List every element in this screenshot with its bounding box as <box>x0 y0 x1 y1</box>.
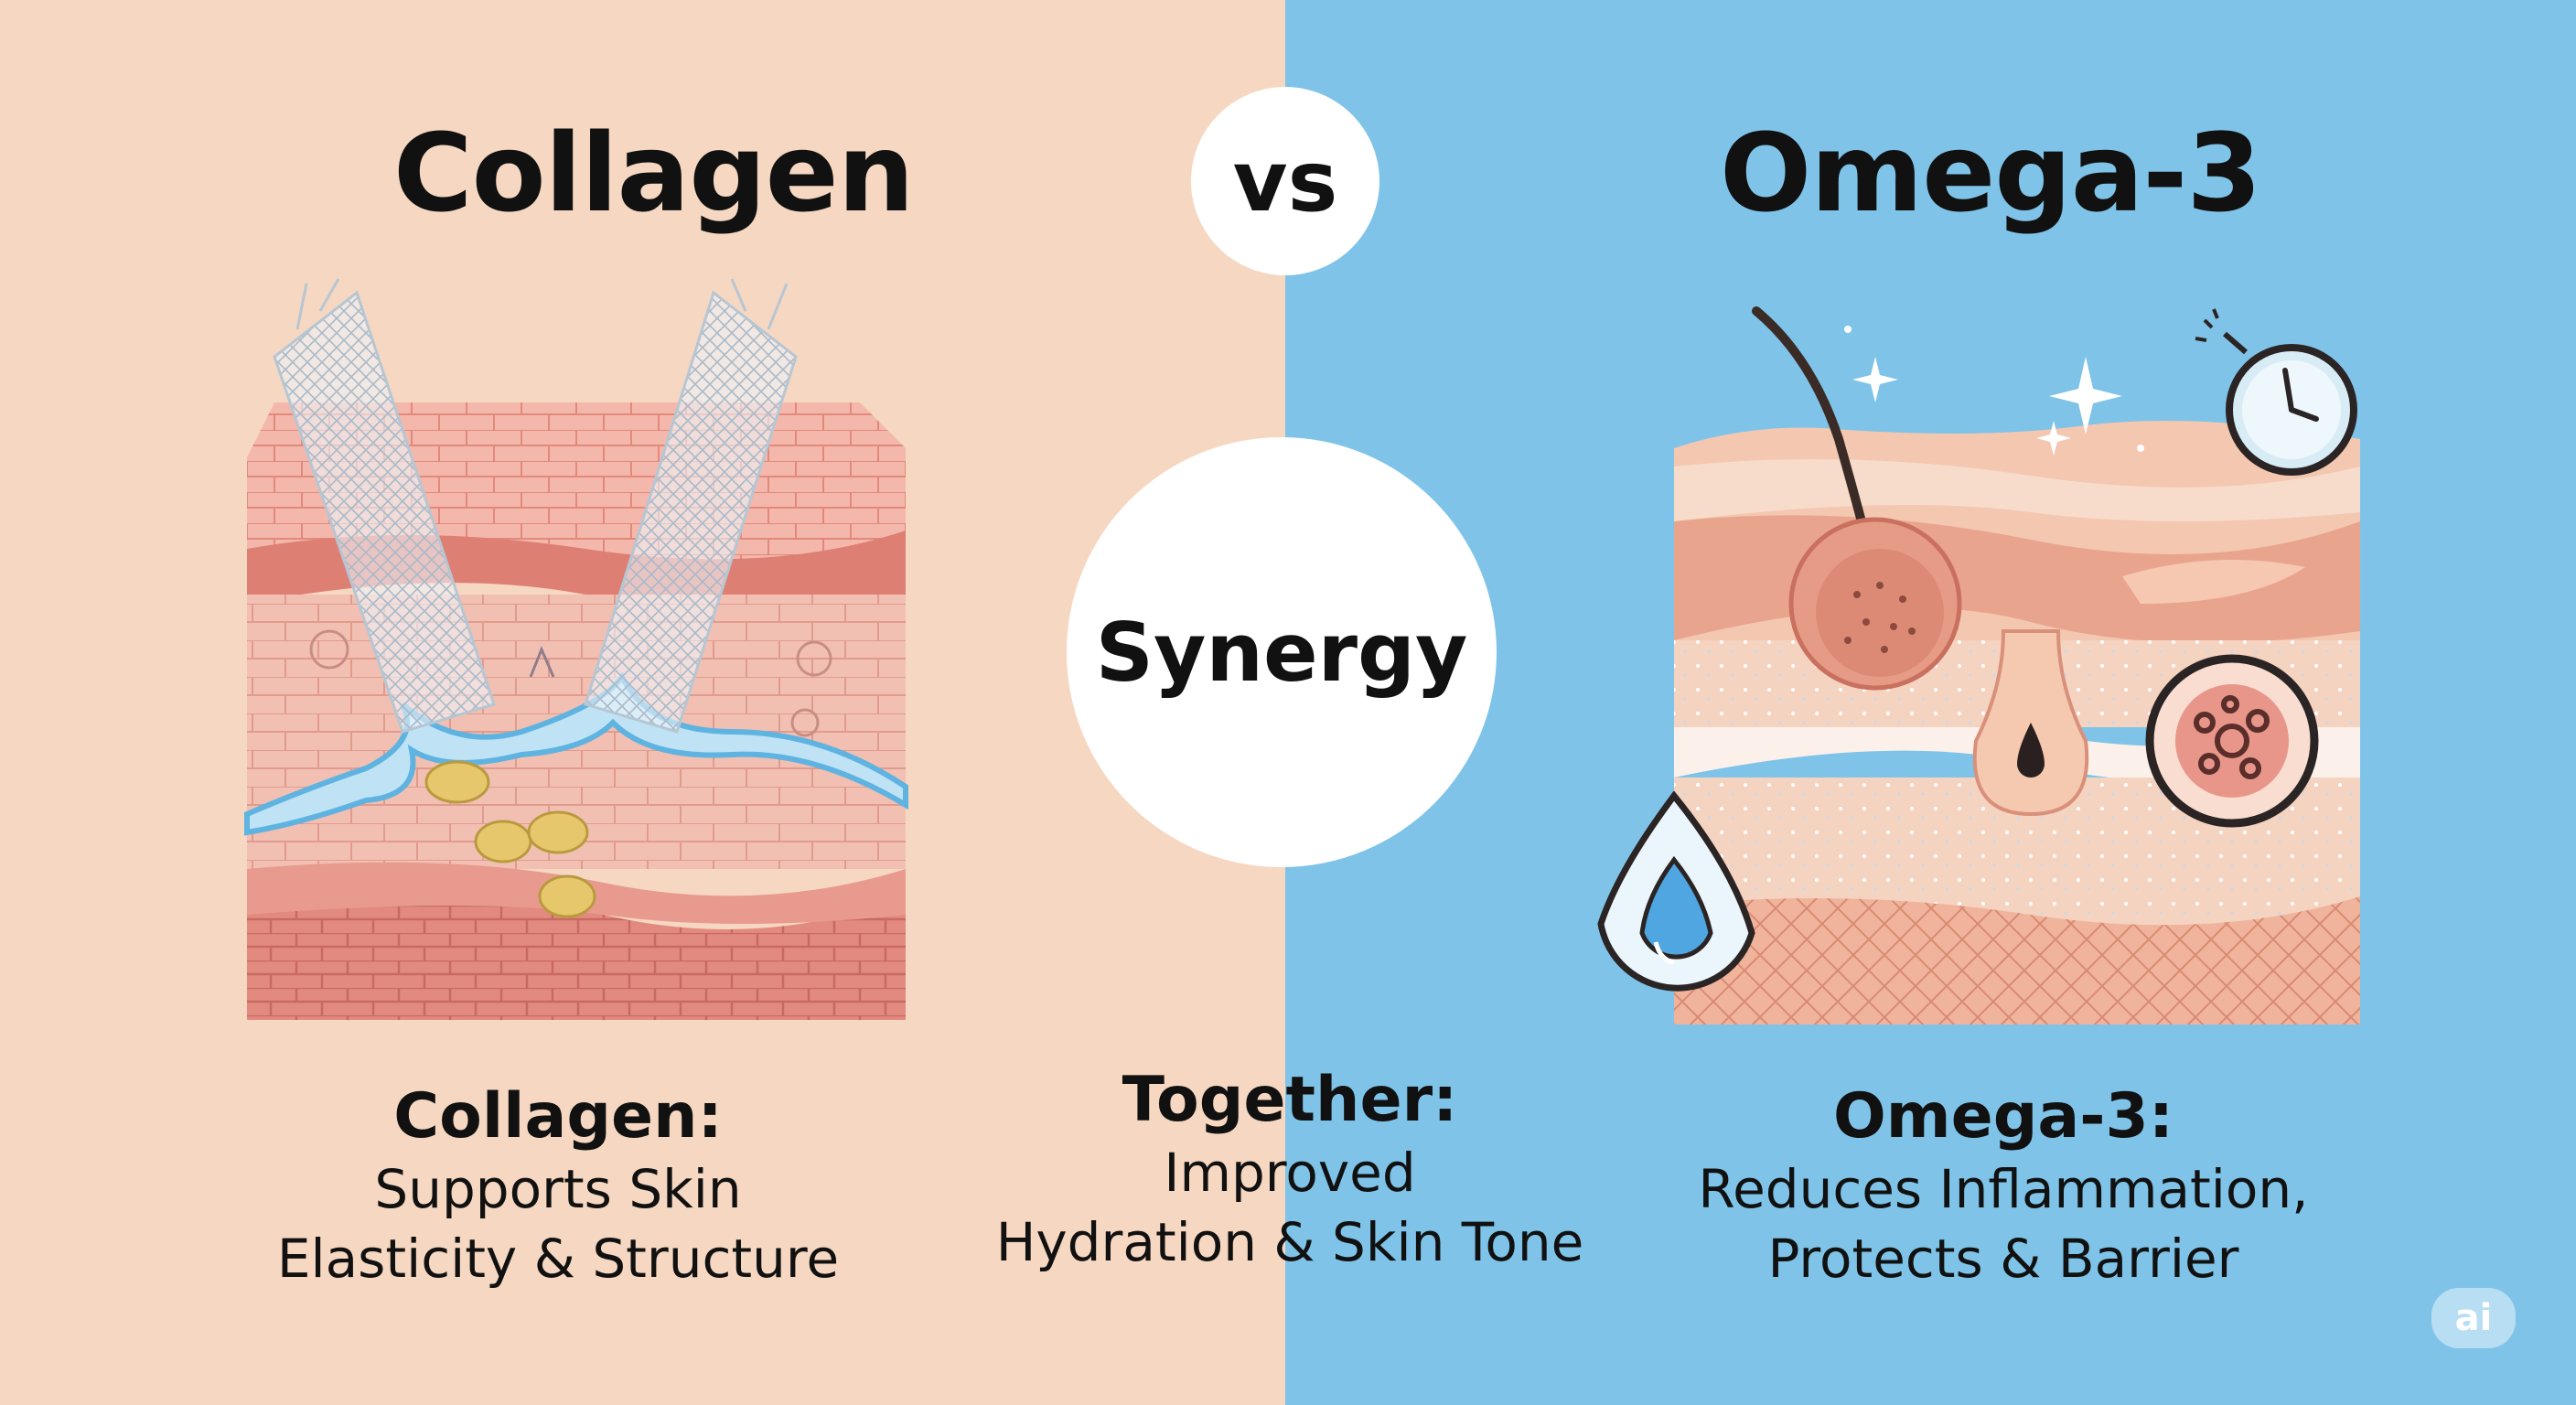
collagen-caption: Collagen: Supports Skin Elasticity & Str… <box>210 1079 906 1293</box>
omega3-caption-line2: Protects & Barrier <box>1767 1228 2239 1290</box>
vs-badge: vs <box>1191 87 1379 275</box>
omega3-caption-heading: Omega-3: <box>1832 1080 2174 1153</box>
sparkle-icon <box>1844 326 2144 456</box>
together-caption-line1: Improved <box>1164 1142 1416 1204</box>
together-caption-line2: Hydration & Skin Tone <box>995 1211 1584 1273</box>
synergy-circle: Synergy <box>1067 437 1497 867</box>
omega3-title: Omega-3 <box>1720 110 2261 236</box>
collagen-caption-line1: Supports Skin <box>374 1158 742 1220</box>
cell-magnifier-icon <box>2145 654 2319 828</box>
collagen-fiber-icon <box>584 278 798 734</box>
clock-icon <box>2195 308 2357 476</box>
collagen-title: Collagen <box>393 110 915 236</box>
collagen-caption-heading: Collagen: <box>393 1080 723 1153</box>
hair-follicle-icon <box>1752 306 1962 691</box>
collagen-fiber-icon <box>273 278 496 734</box>
together-caption-heading: Together: <box>1122 1064 1458 1136</box>
omega3-caption-line1: Reduces Inflammation, <box>1698 1158 2309 1220</box>
together-caption: Together: Improved Hydration & Skin Tone <box>970 1063 1610 1277</box>
water-drop-icon <box>1597 790 1755 992</box>
omega3-skin-illustration <box>1597 306 2360 1024</box>
collagen-caption-line2: Elasticity & Structure <box>276 1228 840 1290</box>
collagen-skin-illustration <box>244 278 908 1020</box>
omega3-caption: Omega-3: Reduces Inflammation, Protects … <box>1628 1079 2378 1293</box>
ai-badge: ai <box>2431 1288 2516 1348</box>
